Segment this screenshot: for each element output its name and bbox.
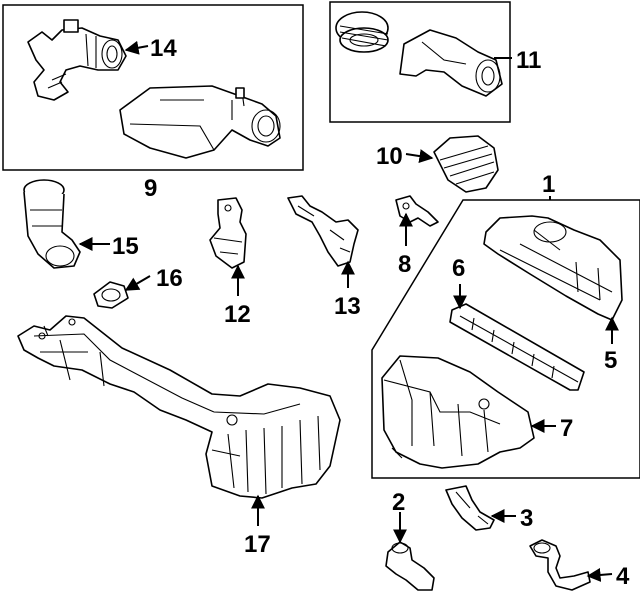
part-12-bracket (209, 197, 247, 269)
callout-7: 7 (560, 415, 573, 442)
part-10-air-boot (433, 135, 499, 193)
callout-5: 5 (604, 347, 617, 374)
part-15-elbow-duct (23, 179, 81, 269)
part-16-gasket (93, 281, 129, 309)
callout-6: 6 (452, 255, 465, 282)
callout-3: 3 (520, 505, 533, 532)
group-box-11 (329, 1, 511, 123)
part-9-air-resonator (119, 85, 281, 159)
part-11-intake-hose (335, 11, 503, 97)
callout-2: 2 (392, 489, 405, 516)
part-4-hose (529, 539, 591, 591)
part-7-lower-housing (381, 355, 535, 469)
callout-15: 15 (112, 233, 139, 260)
leader-lines (78, 40, 619, 582)
callout-16: 16 (156, 265, 183, 292)
group-box-9 (2, 4, 304, 171)
group-box-1 (371, 199, 640, 479)
part-17-intake-duct-resonator (17, 315, 341, 499)
callout-9: 9 (144, 175, 157, 202)
part-5-upper-cover (483, 215, 623, 321)
part-8-sensor-clip (395, 195, 439, 227)
part-3-duct-piece (445, 485, 495, 531)
callout-1: 1 (542, 171, 555, 198)
callout-11: 11 (516, 47, 541, 74)
part-13-mounting-bracket (287, 195, 359, 267)
callout-17: 17 (244, 531, 271, 558)
callout-14: 14 (150, 35, 177, 62)
callout-4: 4 (616, 563, 630, 590)
part-14-intake-duct (27, 19, 127, 101)
callout-13: 13 (334, 293, 361, 320)
part-2-drain-tube (385, 541, 435, 591)
callout-12: 12 (224, 301, 251, 328)
callout-10: 10 (376, 143, 403, 170)
callout-8: 8 (398, 251, 411, 278)
